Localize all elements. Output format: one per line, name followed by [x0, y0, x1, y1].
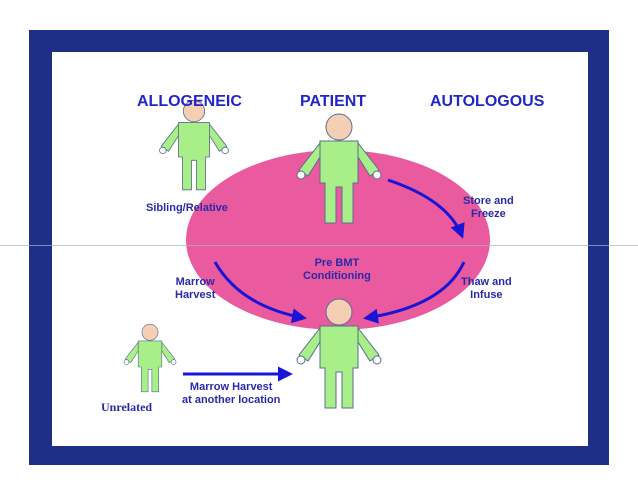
label-thaw-infuse: Thaw and Infuse: [461, 276, 512, 301]
conditioning-ellipse: [186, 150, 490, 330]
label-sibling-relative: Sibling/Relative: [146, 202, 228, 214]
marrow-harvest-arrow-icon: [213, 261, 307, 324]
allogeneic-donor-figure: [159, 100, 229, 191]
heading-patient: PATIENT: [300, 93, 367, 110]
unrelated-donor-figure: [123, 323, 177, 393]
store-freeze-arrow-icon: [387, 178, 465, 239]
label-unrelated: Unrelated: [101, 400, 153, 414]
thaw-infuse-arrow-icon: [363, 261, 466, 324]
divider-line: [0, 245, 638, 246]
heading-allogeneic: ALLOGENEIC: [137, 93, 242, 110]
label-pre-bmt-conditioning: Pre BMT Conditioning: [303, 257, 371, 282]
label-marrow-harvest-other-location: Marrow Harvest at another location: [182, 381, 281, 406]
heading-autologous: AUTOLOGOUS: [430, 93, 545, 110]
label-marrow-harvest: Marrow Harvest: [175, 276, 216, 301]
label-store-freeze: Store and Freeze: [463, 195, 514, 220]
